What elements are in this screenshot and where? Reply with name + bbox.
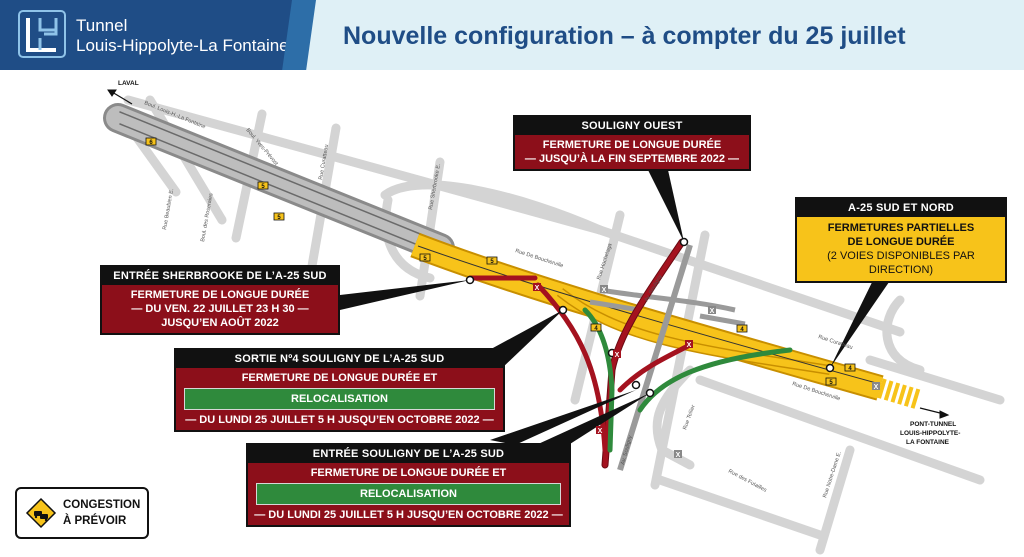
direction-laval: LAVAL [118, 80, 139, 87]
callout-head: SOULIGNY OUEST [515, 117, 749, 135]
exit-shield-8: 4 [848, 366, 852, 372]
exit-shield-7: 4 [740, 327, 744, 333]
callout-line: — DU LUNDI 25 JUILLET 5 H JUSQU’EN OCTOB… [185, 414, 494, 426]
svg-text:X: X [602, 287, 607, 294]
callout-line: (2 VOIES DISPONIBLES PAR DIRECTION) [827, 250, 975, 276]
callout-entree-sherbrooke: ENTRÉE SHERBROOKE DE L’A-25 SUD FERMETUR… [100, 265, 340, 335]
svg-text:X: X [874, 384, 879, 391]
traffic-map: X X X X X X X X 6 5 5 5 5 4 4 4 5 LAVAL PONT-T… [103, 80, 1005, 555]
direction-south-1: PONT-TUNNEL [910, 421, 956, 428]
callout-souligny-ouest: SOULIGNY OUEST FERMETURE DE LONGUE DURÉE… [513, 115, 751, 171]
callout-line: FERMETURE DE LONGUE DURÉE ET [241, 372, 438, 384]
exit-shield-2: 5 [261, 184, 265, 190]
callout-line: FERMETURE DE LONGUE DURÉE [542, 139, 722, 151]
exit-shield-4: 5 [490, 259, 494, 265]
page-title: Nouvelle configuration – à compter du 25… [343, 22, 906, 50]
direction-south-3: LA FONTAINE [906, 439, 950, 446]
brand-panel: Tunnel Louis-Hippolyte-La Fontaine [0, 0, 300, 70]
street-network [123, 95, 1005, 555]
street-futailles: Rue des Futailles [727, 468, 768, 493]
callout-head: A-25 SUD ET NORD [797, 199, 1005, 217]
relocation-banner: RELOCALISATION [256, 483, 561, 505]
closure-x-markers: X X X X X X X X [533, 283, 880, 459]
callout-body: FERMETURES PARTIELLES DE LONGUE DURÉE (2… [797, 217, 1005, 281]
direction-arrows [107, 89, 950, 419]
callout-line: JUSQU’EN AOÛT 2022 [161, 317, 279, 329]
svg-text:X: X [687, 342, 692, 349]
exit-shield-3: 5 [277, 215, 281, 221]
brand-line-1: Tunnel [76, 16, 128, 35]
callout-head: ENTRÉE SOULIGNY DE L’A-25 SUD [248, 445, 569, 463]
a25-highway-north [103, 103, 455, 263]
callout-line: — DU VEN. 22 JUILLET 23 H 30 — [131, 303, 309, 315]
exit-shield-1: 6 [149, 140, 153, 146]
callout-body: FERMETURE DE LONGUE DURÉE ET RELOCALISAT… [176, 368, 503, 430]
brand-name: Tunnel Louis-Hippolyte-La Fontaine [76, 16, 289, 56]
callout-body: FERMETURE DE LONGUE DURÉE — JUSQU’À LA F… [515, 135, 749, 169]
callout-line: FERMETURES PARTIELLES [827, 222, 975, 234]
red-closures [467, 238, 693, 469]
exit-shield-9: 5 [829, 380, 833, 386]
direction-south-2: LOUIS-HIPPOLYTE- [900, 430, 960, 437]
exit-shield-6: 4 [594, 326, 598, 332]
callout-entree-souligny: ENTRÉE SOULIGNY DE L’A-25 SUD FERMETURE … [246, 443, 571, 527]
callout-line: — JUSQU’À LA FIN SEPTEMBRE 2022 — [524, 153, 740, 165]
street-boucherville-n: Rue De Boucherville [514, 248, 564, 269]
exit-shield-5: 5 [423, 256, 427, 262]
tunnel-logo-icon [18, 10, 66, 58]
svg-text:X: X [598, 428, 603, 435]
callout-body: FERMETURE DE LONGUE DURÉE — DU VEN. 22 J… [102, 285, 338, 333]
congestion-badge: CONGESTION À PRÉVOIR [15, 487, 149, 539]
brand-line-2: Louis-Hippolyte-La Fontaine [76, 36, 289, 55]
relocation-banner: RELOCALISATION [184, 388, 495, 410]
green-relocations [582, 307, 793, 453]
congestion-text: CONGESTION À PRÉVOIR [63, 497, 140, 529]
callout-a25-sud-nord: A-25 SUD ET NORD FERMETURES PARTIELLES D… [795, 197, 1007, 283]
svg-text:X: X [710, 308, 715, 315]
street-beaubien: Rue Beaubien E. [162, 188, 175, 230]
gray-ramps [589, 244, 746, 471]
congestion-line-2: À PRÉVOIR [63, 515, 127, 527]
callout-head: SORTIE Nº4 SOULIGNY DE L’A-25 SUD [176, 350, 503, 368]
exit-shields: 6 5 5 5 5 4 4 4 5 [145, 137, 856, 386]
street-souligny-2: Av. Souligny [620, 435, 634, 466]
street-roseraies: Boul. des Roseraies [200, 193, 214, 243]
callout-line: DE LONGUE DURÉE [847, 236, 955, 248]
congestion-line-1: CONGESTION [63, 499, 141, 511]
street-tellier: Rue Tellier [682, 404, 697, 431]
svg-text:X: X [615, 352, 620, 359]
callout-line: — DU LUNDI 25 JUILLET 5 H JUSQU’EN OCTOB… [254, 509, 563, 521]
svg-text:X: X [535, 285, 540, 292]
callout-body: FERMETURE DE LONGUE DURÉE ET RELOCALISAT… [248, 463, 569, 525]
callout-head: ENTRÉE SHERBROOKE DE L’A-25 SUD [102, 267, 338, 285]
callout-line: FERMETURE DE LONGUE DURÉE ET [310, 467, 507, 479]
traffic-warning-icon [25, 497, 57, 529]
callout-sortie-4-souligny: SORTIE Nº4 SOULIGNY DE L’A-25 SUD FERMET… [174, 348, 505, 432]
svg-text:X: X [676, 452, 681, 459]
header-bar: Tunnel Louis-Hippolyte-La Fontaine Nouve… [0, 0, 1024, 70]
callout-line: FERMETURE DE LONGUE DURÉE [130, 289, 310, 301]
